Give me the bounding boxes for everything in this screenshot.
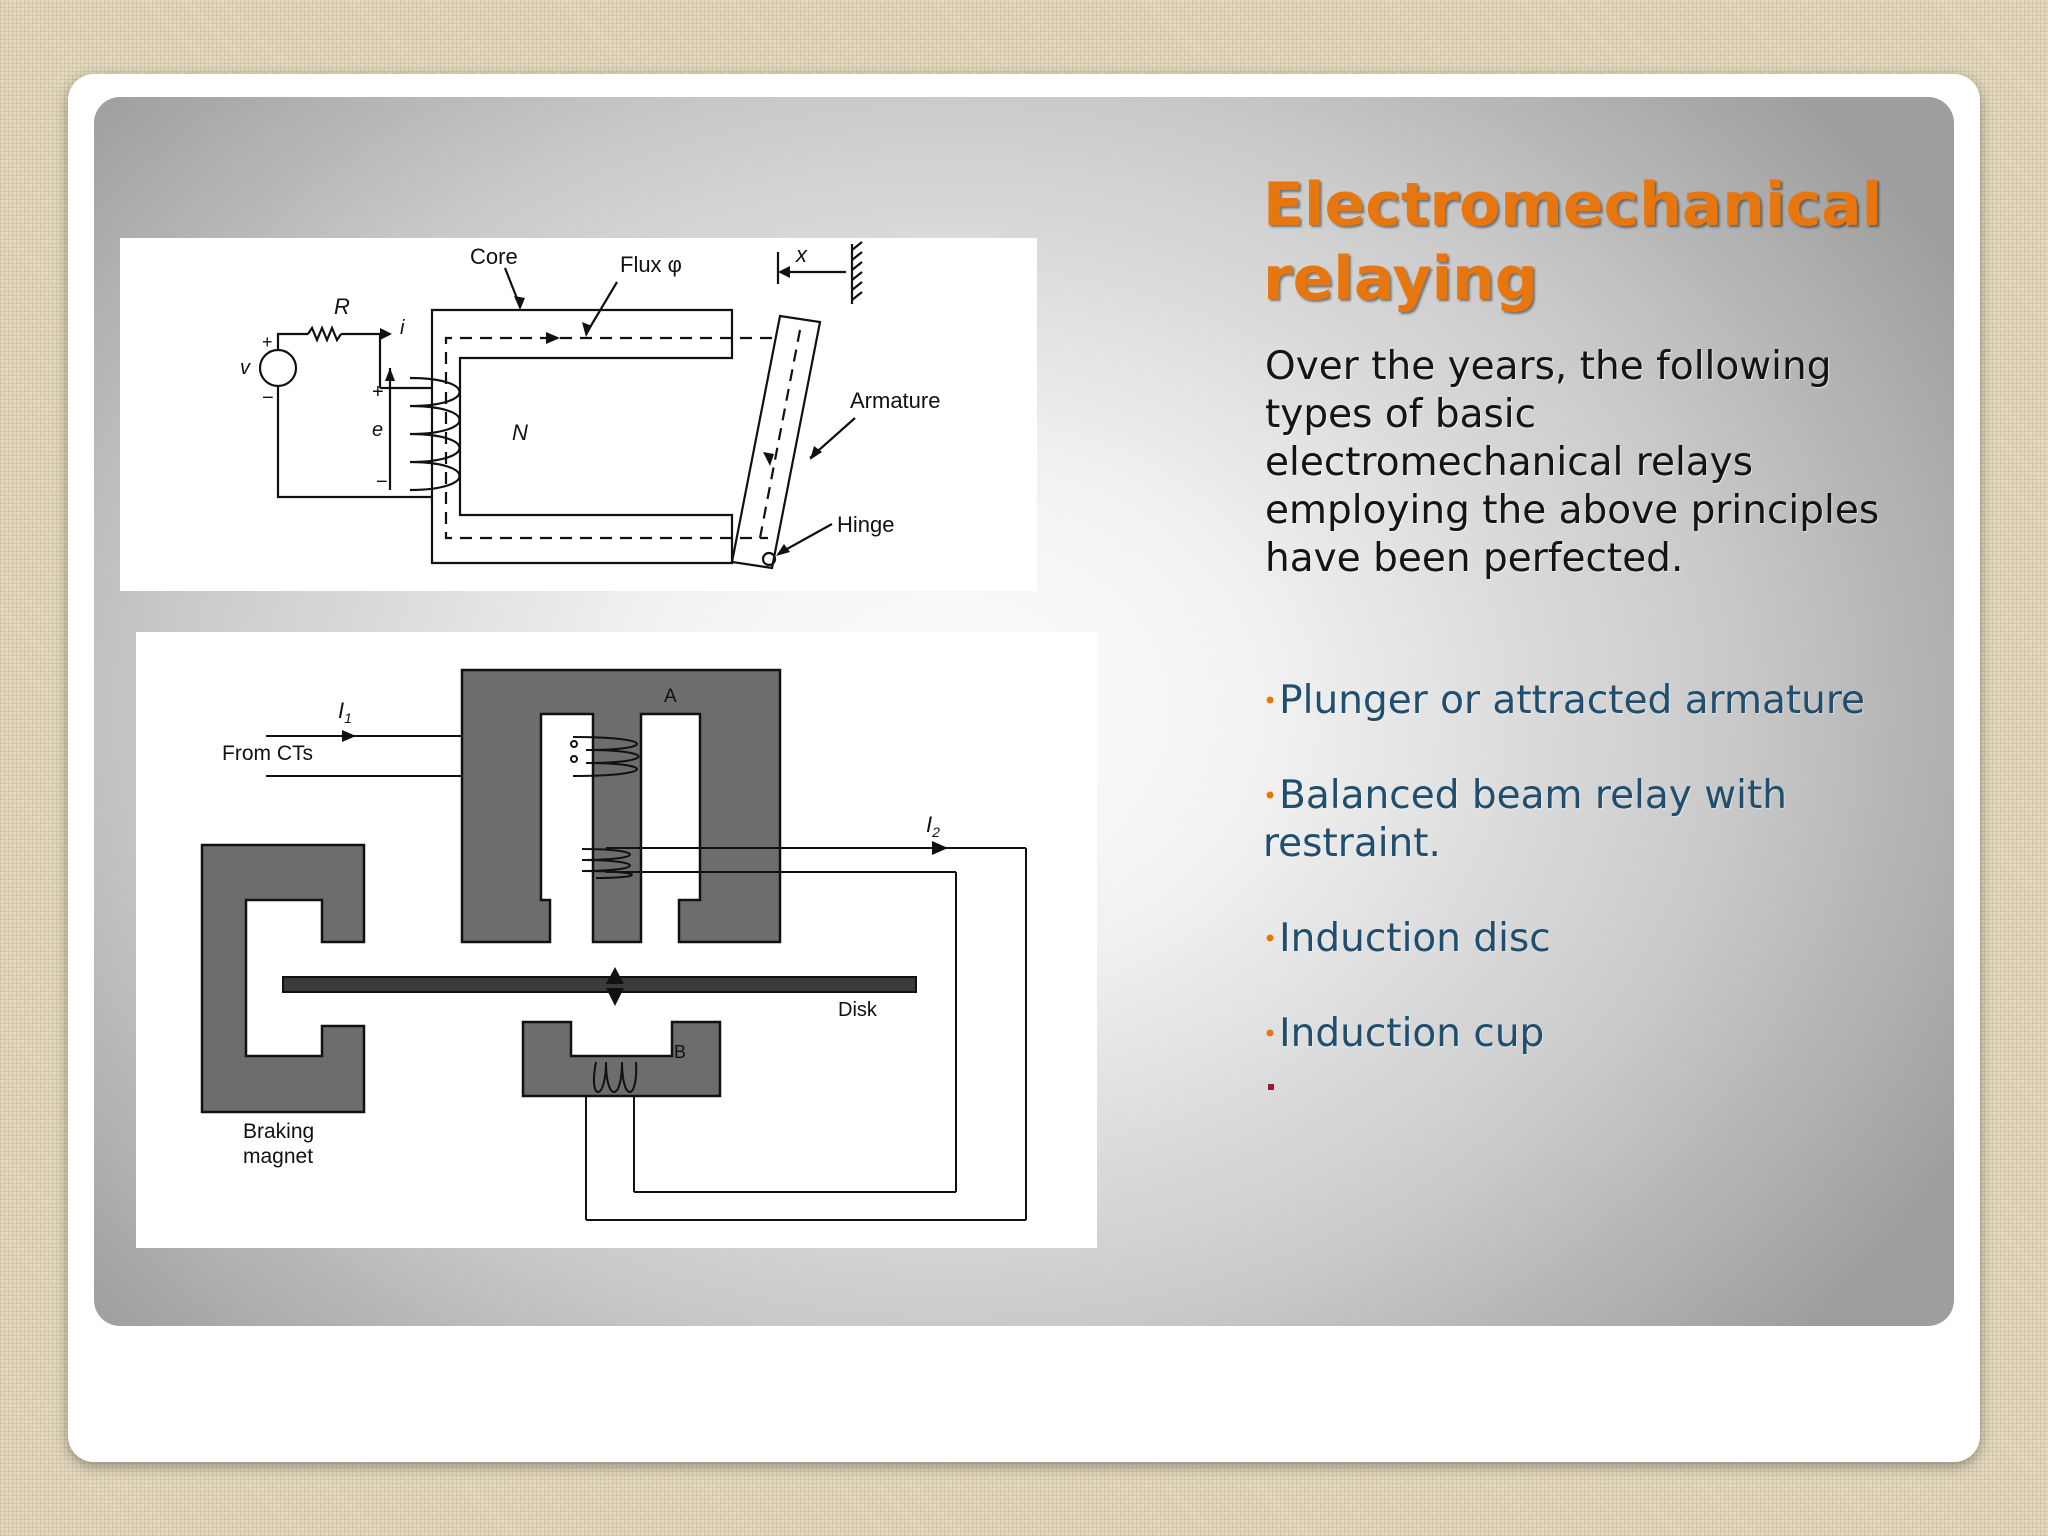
x-dim-arrowhead (778, 266, 790, 278)
b-label: B (674, 1042, 686, 1062)
bullet-dot-icon: • (1263, 782, 1278, 810)
v-label: v (240, 357, 251, 379)
i2-symbol: I (926, 812, 932, 837)
a-label: A (664, 686, 677, 707)
i1-subscript: 1 (344, 710, 352, 726)
disk (282, 976, 917, 993)
armature-flux (758, 329, 802, 539)
magnet-label: magnet (243, 1145, 313, 1168)
disk-label: Disk (838, 999, 878, 1021)
wire-bottom (276, 385, 432, 499)
intro-paragraph: Over the years, the following types of b… (1265, 344, 1880, 581)
list-item-text: Plunger or attracted armature (1279, 678, 1866, 723)
wire-top (341, 332, 382, 388)
n-label: N (512, 420, 528, 445)
armature-label: Armature (850, 388, 940, 413)
resistor (307, 325, 342, 343)
coil-b (592, 1061, 638, 1093)
attracted-armature-svg: Core Flux φ x R i + v + − e − N Armature… (240, 241, 940, 570)
armature-bar (730, 314, 822, 570)
spindle-bottom (606, 988, 624, 1006)
list-item-text: Induction disc (1279, 916, 1551, 961)
current-arrowhead (380, 328, 392, 340)
e-minus-label: − (376, 471, 388, 493)
i-label: i (400, 317, 405, 339)
braking-label: Braking (243, 1120, 314, 1143)
i1-arrowhead (342, 730, 356, 742)
stray-mark: . (1268, 1084, 1274, 1090)
flux-label: Flux φ (620, 252, 682, 277)
list-item-text: Induction cup (1279, 1011, 1545, 1056)
coil-upper (572, 736, 640, 777)
v-minus-label: − (262, 387, 274, 409)
voltage-source (258, 348, 298, 388)
i1-symbol: I (338, 698, 344, 723)
list-item: •Induction disc (1263, 915, 1923, 963)
core-arrowhead (514, 296, 525, 310)
flux-leader (585, 281, 618, 335)
core-outline (430, 308, 734, 565)
attracted-armature-diagram: Core Flux φ x R i + v + − e − N Armature… (120, 238, 1037, 591)
hinge-pivot (761, 551, 777, 567)
bullet-dot-icon: • (1263, 687, 1278, 715)
slide-title: Electromechanical relaying (1263, 170, 1883, 314)
r-label: R (334, 294, 350, 319)
hinge-leader-arrowhead (776, 544, 790, 556)
e-label: e (372, 419, 383, 441)
v-plus-label: + (262, 332, 273, 352)
wire-top-left (276, 332, 308, 351)
flux-arrowhead (546, 332, 560, 344)
flux-leader-arrowhead (582, 322, 592, 337)
coil-middle (581, 848, 633, 879)
relay-type-list: •Plunger or attracted armature •Balanced… (1263, 677, 1923, 1105)
core-label: Core (470, 244, 518, 269)
braking-magnet (200, 843, 366, 1114)
i1-label: I1 (338, 698, 352, 726)
coil-terminal-1 (570, 740, 578, 748)
induction-disc-diagram: I1 From CTs A I2 Disk B Braking magnet (136, 632, 1097, 1248)
i2-subscript: 2 (931, 824, 940, 840)
from-cts-label: From CTs (222, 742, 313, 765)
list-item-text: Balanced beam relay with restraint. (1263, 773, 1788, 866)
coil-terminal-2 (570, 755, 578, 763)
e-plus-label: + (372, 381, 384, 403)
coil-winding (409, 376, 461, 492)
e-arrowhead-top (385, 368, 395, 381)
magnet-b (521, 1020, 722, 1098)
list-item: •Balanced beam relay with restraint. (1263, 772, 1923, 868)
armature-flux-arrowhead (763, 452, 774, 466)
magnet-a (460, 668, 782, 944)
i2-label: I2 (926, 812, 940, 840)
x-label: x (795, 242, 808, 267)
bullet-dot-icon: • (1263, 925, 1278, 953)
list-item: •Plunger or attracted armature (1263, 677, 1923, 725)
wall-hatch (851, 241, 863, 301)
hinge-label: Hinge (837, 512, 894, 537)
spindle-top (606, 967, 624, 984)
i2-arrowhead (932, 841, 948, 855)
induction-disc-svg: I1 From CTs A I2 Disk B Braking magnet (200, 668, 1027, 1221)
flux-path (444, 336, 772, 540)
list-item: •Induction cup (1263, 1010, 1923, 1058)
bullet-dot-icon: • (1263, 1020, 1278, 1048)
armature-leader-arrowhead (810, 446, 822, 460)
